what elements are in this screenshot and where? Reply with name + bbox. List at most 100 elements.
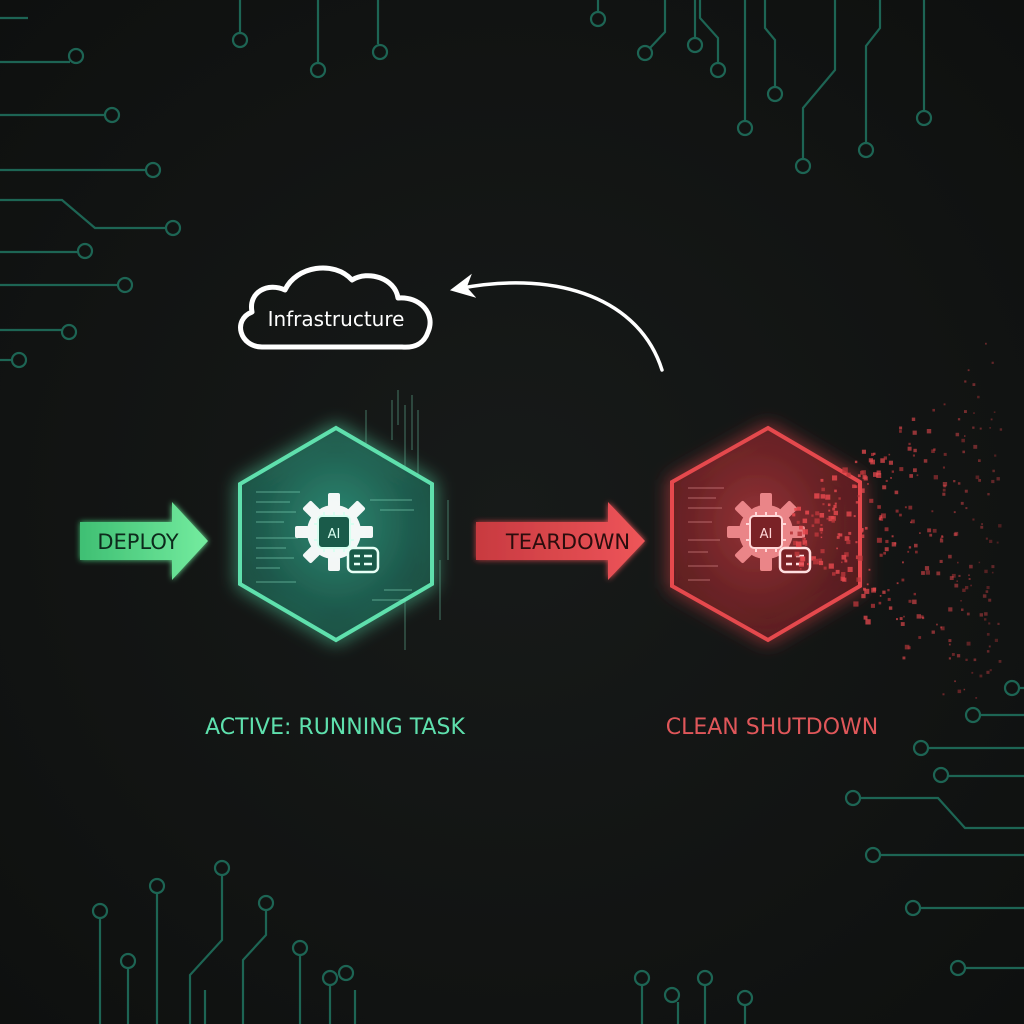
particle [834,489,837,493]
particle [846,472,851,477]
particle [991,479,995,484]
particle [949,576,954,580]
particle [863,615,868,620]
particle [954,680,956,683]
chip-label: AI [760,527,773,542]
particle [842,467,848,473]
particle [931,449,935,453]
particle [973,444,978,449]
particle [953,511,956,514]
particle [908,546,912,549]
particle [899,617,903,620]
particle [942,488,946,492]
particle [991,361,994,364]
particle [841,561,843,564]
particle [989,669,992,672]
particle [861,449,866,454]
particle [894,490,899,495]
particle [918,636,922,639]
particle [799,568,802,570]
particle [798,561,804,567]
particle [948,657,951,660]
particle [835,569,840,574]
particle [912,430,917,435]
particle [876,473,882,478]
particle [896,618,898,621]
particle [846,511,852,517]
particle [912,454,915,457]
particle [932,528,937,533]
particle [883,456,887,460]
particle [828,509,831,512]
particle [964,410,967,413]
particle [887,589,890,592]
particle [869,498,874,503]
particle [965,586,969,590]
particle [968,578,971,580]
particle [904,506,907,509]
particle [860,488,865,493]
particle [879,515,883,518]
particle [879,553,883,557]
particle [942,466,945,469]
particle [833,504,837,509]
particle [864,526,868,530]
particle [825,494,831,500]
particle [853,515,856,518]
particle [863,476,868,481]
particle [844,536,850,541]
particle [994,638,998,642]
particle [986,650,990,653]
particle [907,550,910,553]
particle [871,452,875,456]
particle [844,559,848,563]
particle [957,689,962,694]
cpu-chip-icon: AI [746,512,786,552]
particle [899,467,904,472]
particle [979,427,982,430]
particle [895,509,899,513]
particle [936,571,941,576]
particle [999,428,1003,431]
particle [910,521,912,524]
particle [909,474,913,478]
active-agent-node: AI [238,390,449,650]
particle [814,532,819,537]
particle [933,475,938,480]
particle [998,524,1002,528]
particle [860,534,865,538]
particle [955,432,960,437]
particle [981,523,983,525]
particle [989,539,993,543]
particle [842,577,847,582]
particle [854,485,858,488]
particle [982,594,987,598]
particle [956,654,961,658]
particle [978,459,981,462]
particle [794,551,800,557]
particle [802,529,808,535]
particle [908,442,911,446]
particle [802,537,806,541]
particle [948,607,953,612]
particle [967,369,970,372]
particle [868,568,871,571]
particle [879,595,882,597]
particle [915,550,918,554]
deploy-arrow: DEPLOY [80,502,208,580]
particle [832,572,836,576]
particle [960,600,962,602]
cloud-label: Infrastructure [268,307,405,331]
particle [931,630,935,634]
particle [820,524,823,527]
particle [954,583,959,588]
particle [960,501,964,505]
particle [844,552,849,557]
particle [921,616,925,620]
shutdown-caption: CLEAN SHUTDOWN [666,715,879,740]
particle [855,501,859,504]
server-rack-icon [778,546,812,574]
particle [989,427,991,429]
